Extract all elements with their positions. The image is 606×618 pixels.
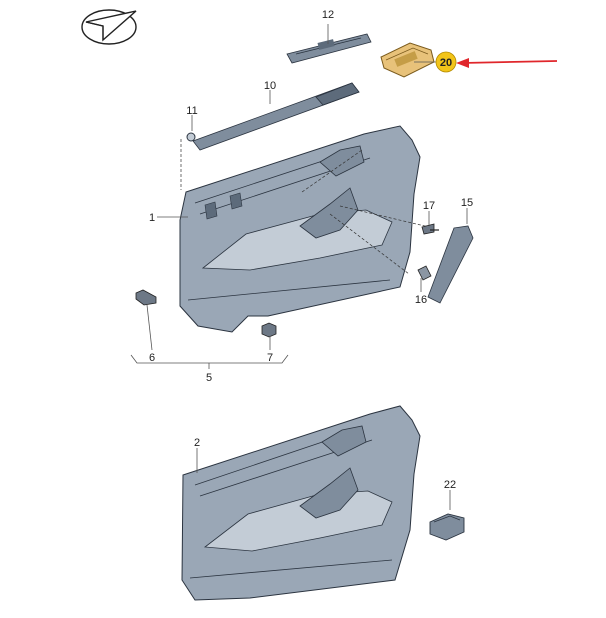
callout-15: 15	[461, 197, 473, 209]
callout-16: 16	[415, 294, 427, 306]
part-6-push-clip[interactable]	[135, 289, 157, 306]
callout-5: 5	[206, 372, 212, 384]
part-1-door-panel[interactable]	[179, 125, 421, 333]
part-22-switch[interactable]	[429, 513, 465, 541]
part-16-clip[interactable]	[417, 265, 432, 281]
callout-20: 20	[440, 57, 452, 69]
callout-22: 22	[444, 479, 456, 491]
callout-12: 12	[322, 9, 334, 21]
callout-7: 7	[267, 352, 273, 364]
callout-1: 1	[149, 212, 155, 224]
part-20-badge	[435, 51, 457, 73]
part-11-clip[interactable]	[186, 132, 196, 142]
part-12-handle-trim[interactable]	[286, 33, 372, 64]
part-15-side-trim[interactable]	[427, 225, 474, 304]
part-17-screw[interactable]	[421, 223, 439, 235]
part-2-door-panel[interactable]	[181, 405, 421, 601]
red-pointer-arrow	[456, 58, 558, 68]
part-7-nut[interactable]	[261, 322, 277, 338]
part-10-trim-strip[interactable]	[192, 82, 360, 151]
part-20-switch[interactable]	[380, 42, 435, 78]
callout-11: 11	[186, 105, 197, 117]
callout-2: 2	[194, 437, 200, 449]
directional-arrow-emblem-icon	[81, 9, 137, 45]
callout-10: 10	[264, 80, 276, 92]
callout-6: 6	[149, 352, 155, 364]
group-5-bracket	[130, 354, 289, 364]
callout-17: 17	[423, 200, 435, 212]
